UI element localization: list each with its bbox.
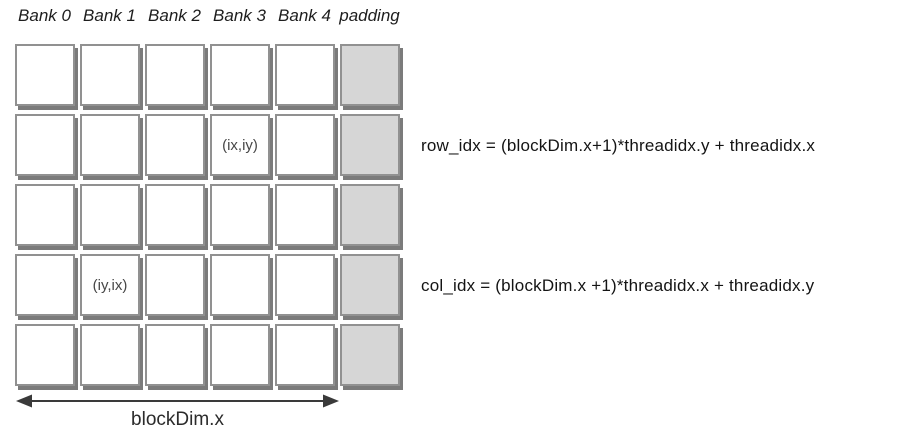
cell-index-label: (ix,iy) bbox=[222, 136, 258, 154]
grid-cell bbox=[145, 324, 205, 386]
padding-cell bbox=[340, 184, 400, 246]
blockdim-arrow-label: blockDim.x bbox=[131, 409, 224, 430]
grid-cell bbox=[145, 44, 205, 106]
grid-cell: (iy,ix) bbox=[80, 254, 140, 316]
grid-cell bbox=[210, 254, 270, 316]
grid-cell bbox=[275, 324, 335, 386]
padding-cell bbox=[340, 324, 400, 386]
grid-cell bbox=[80, 44, 140, 106]
bank-label: Bank 1 bbox=[83, 6, 136, 25]
row-idx-formula: row_idx = (blockDim.x+1)*threadidx.y + t… bbox=[421, 136, 816, 155]
bank-label: padding bbox=[339, 6, 400, 25]
grid-cell bbox=[275, 114, 335, 176]
bank-label: Bank 4 bbox=[278, 6, 331, 25]
bank-label: Bank 3 bbox=[213, 6, 266, 25]
grid-cell bbox=[15, 114, 75, 176]
padding-cell bbox=[340, 44, 400, 106]
grid-cell bbox=[15, 254, 75, 316]
grid-cell bbox=[15, 184, 75, 246]
grid-cell: (ix,iy) bbox=[210, 114, 270, 176]
padding-cell bbox=[340, 254, 400, 316]
bank-label: Bank 2 bbox=[148, 6, 201, 25]
grid-cell bbox=[210, 44, 270, 106]
grid-cell bbox=[275, 44, 335, 106]
grid-cell bbox=[80, 324, 140, 386]
grid-cell bbox=[80, 184, 140, 246]
grid-cell bbox=[275, 254, 335, 316]
grid-cell bbox=[145, 254, 205, 316]
blockdim-extent-double-arrow-icon bbox=[16, 394, 339, 408]
grid-cell bbox=[210, 324, 270, 386]
col-idx-formula: col_idx = (blockDim.x +1)*threadidx.x + … bbox=[421, 276, 815, 295]
grid-cell bbox=[275, 184, 335, 246]
grid-cell bbox=[15, 44, 75, 106]
grid-cell bbox=[15, 324, 75, 386]
bank-header-row: Bank 0 Bank 1 Bank 2 Bank 3 Bank 4 padding bbox=[12, 6, 402, 26]
padding-cell bbox=[340, 114, 400, 176]
cell-index-label: (iy,ix) bbox=[92, 276, 128, 294]
grid-cell bbox=[145, 184, 205, 246]
bank-label: Bank 0 bbox=[18, 6, 71, 25]
grid-cell bbox=[210, 184, 270, 246]
grid-cell bbox=[145, 114, 205, 176]
grid-cell bbox=[80, 114, 140, 176]
memory-bank-grid: (ix,iy) (iy,ix) bbox=[15, 44, 400, 386]
